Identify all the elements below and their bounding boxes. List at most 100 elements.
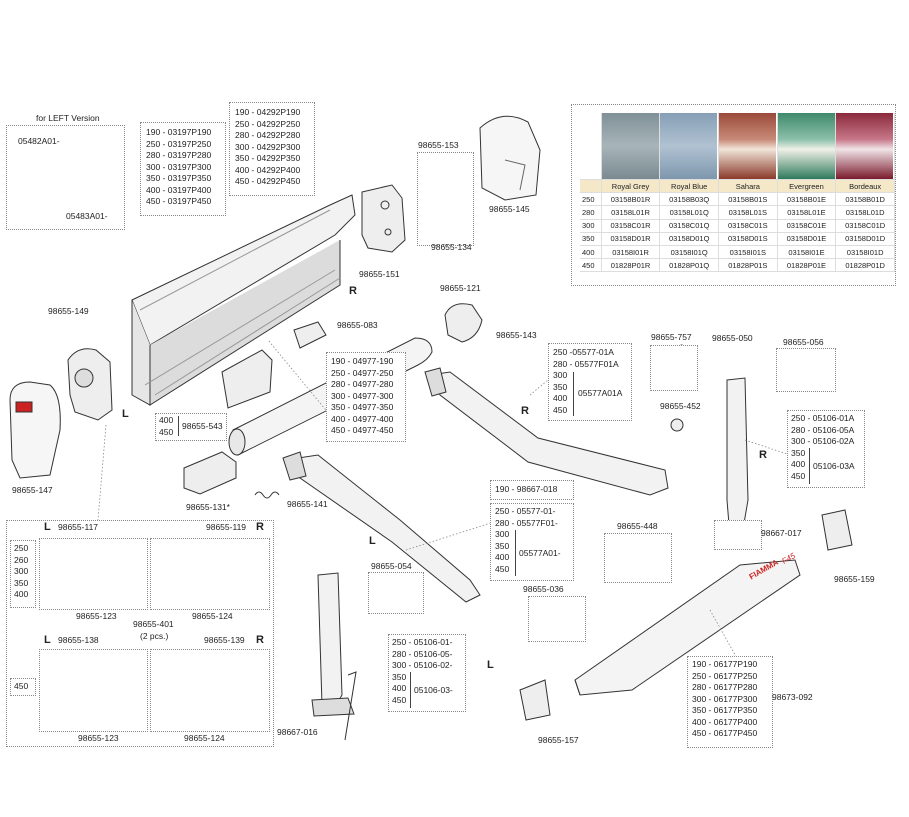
- part-98655-151: 98655-151: [359, 269, 400, 279]
- fabric-grid: Royal Grey Royal Blue Sahara Evergreen B…: [580, 113, 895, 273]
- length-190: 190 - 98667-018: [495, 484, 558, 494]
- part-153-box: [417, 152, 474, 246]
- kit-138-box: [39, 649, 148, 732]
- cover-size-table: [229, 102, 315, 196]
- part-98655-050: 98655-050: [712, 333, 753, 343]
- part-98655-124-b: 98655-124: [184, 733, 225, 743]
- part-98655-145: 98655-145: [489, 204, 530, 214]
- spring-sizes: 400 450: [159, 415, 174, 437]
- leg-l-list: 250 - 05106-01- 280 - 05106-05- 300 - 05…: [392, 637, 453, 705]
- kit-side-r2: R: [256, 634, 264, 646]
- part-98655-452: 98655-452: [660, 401, 701, 411]
- part-98673-092: 98673-092: [772, 692, 813, 702]
- part-017-box: [714, 520, 762, 550]
- part-05483A01: 05483A01-: [66, 211, 108, 221]
- swatch-royal-blue: [659, 113, 719, 180]
- part-98655-159: 98655-159: [834, 574, 875, 584]
- part-98655-143: 98655-143: [496, 330, 537, 340]
- roller-size-list: 190 - 04977-190 250 - 04977-250 280 - 04…: [331, 356, 394, 435]
- kit-139-box: [150, 649, 270, 732]
- part-98655-119: 98655-119: [206, 522, 247, 532]
- part-98655-157: 98655-157: [538, 735, 579, 745]
- col-sahara: Sahara: [718, 179, 778, 194]
- bar-size-list: 190 - 03197P190 250 - 03197P250 280 - 03…: [146, 127, 212, 206]
- part-98655-131: 98655-131*: [186, 502, 230, 512]
- kit-side-r1: R: [256, 521, 264, 533]
- kit-size-bottom: 450: [14, 681, 29, 691]
- kit-sizes-top: 250 260 300 350 400: [14, 543, 29, 599]
- part-757-box: [650, 345, 698, 391]
- arm-l-list: 250 - 05577-01- 280 - 05577F01- 300 350 …: [495, 506, 558, 574]
- leg-r-list: 250 - 05106-01A 280 - 05106-05A 300 - 05…: [791, 413, 855, 481]
- side-mark-l1: L: [122, 408, 129, 420]
- col-royal-blue: Royal Blue: [659, 179, 719, 194]
- leg-l-table: [388, 634, 466, 712]
- part-98655-543: 98655-543: [182, 421, 223, 431]
- part-98655-147: 98655-147: [12, 485, 53, 495]
- leg-l-code: 05106-03-: [414, 685, 453, 695]
- side-mark-r1: R: [349, 285, 357, 297]
- arm-r-code: 05577A01A: [578, 388, 623, 398]
- bar-size-table: [140, 122, 226, 216]
- front-bar-table: [687, 656, 773, 748]
- part-98655-149: 98655-149: [48, 306, 89, 316]
- fabric-color-table: Royal Grey Royal Blue Sahara Evergreen B…: [571, 104, 896, 286]
- kit-side-l1: L: [44, 521, 51, 533]
- kit-size-box-bottom: [10, 678, 36, 696]
- side-mark-l3: L: [487, 659, 494, 671]
- kit-side-l2: L: [44, 634, 51, 646]
- kit-size-box-top: [10, 540, 36, 608]
- part-98655-138: 98655-138: [58, 635, 99, 645]
- cover-size-list: 190 - 04292P190 250 - 04292P250 280 - 04…: [235, 107, 301, 186]
- kit-119-box: [150, 538, 270, 610]
- swatch-bordeaux: [835, 113, 895, 180]
- swatch-sahara: [718, 113, 778, 180]
- left-version-box: [6, 125, 125, 230]
- part-98655-134: 98655-134: [431, 242, 472, 252]
- part-98655-141: 98655-141: [287, 499, 328, 509]
- col-royal-grey: Royal Grey: [601, 179, 661, 194]
- part-98655-121: 98655-121: [440, 283, 481, 293]
- part-98655-054: 98655-054: [371, 561, 412, 571]
- part-98655-123-a: 98655-123: [76, 611, 117, 621]
- side-mark-r2: R: [521, 405, 529, 417]
- part-98655-139: 98655-139: [204, 635, 245, 645]
- part-98655-056: 98655-056: [783, 337, 824, 347]
- arm-l-table: [490, 503, 574, 581]
- part-98655-123-b: 98655-123: [78, 733, 119, 743]
- part-98655-153: 98655-153: [418, 140, 459, 150]
- side-mark-l2: L: [369, 535, 376, 547]
- part-054-box: [368, 572, 424, 614]
- kit-117-box: [39, 538, 148, 610]
- part-98667-016: 98667-016: [277, 727, 318, 737]
- spring-size-box: [155, 413, 227, 441]
- part-98655-124-a: 98655-124: [192, 611, 233, 621]
- swatch-royal-grey: [601, 113, 661, 180]
- part-401-qty: (2 pcs.): [140, 631, 169, 641]
- part-05482A01: 05482A01-: [18, 136, 60, 146]
- side-mark-r3: R: [759, 449, 767, 461]
- leg-r-table: [787, 410, 865, 488]
- part-98655-083: 98655-083: [337, 320, 378, 330]
- swatch-evergreen: [777, 113, 837, 180]
- part-036-box: [528, 596, 586, 642]
- col-bordeaux: Bordeaux: [835, 179, 895, 194]
- part-448-box: [604, 533, 672, 583]
- arm-r-list: 250 -05577-01A 280 - 05577F01A 300 350 4…: [553, 347, 619, 415]
- leg-r-code: 05106-03A: [813, 461, 855, 471]
- front-bar-list: 190 - 06177P190 250 - 06177P250 280 - 06…: [692, 659, 758, 738]
- part-98655-117: 98655-117: [58, 522, 99, 532]
- col-evergreen: Evergreen: [777, 179, 837, 194]
- part-98655-401: 98655-401: [133, 619, 174, 629]
- part-056-box: [776, 348, 836, 392]
- arm-l-code: 05577A01-: [519, 548, 561, 558]
- part-98655-757: 98655-757: [651, 332, 692, 342]
- roller-size-table: [326, 352, 406, 442]
- part-98655-036: 98655-036: [523, 584, 564, 594]
- part-98667-017: 98667-017: [761, 528, 802, 538]
